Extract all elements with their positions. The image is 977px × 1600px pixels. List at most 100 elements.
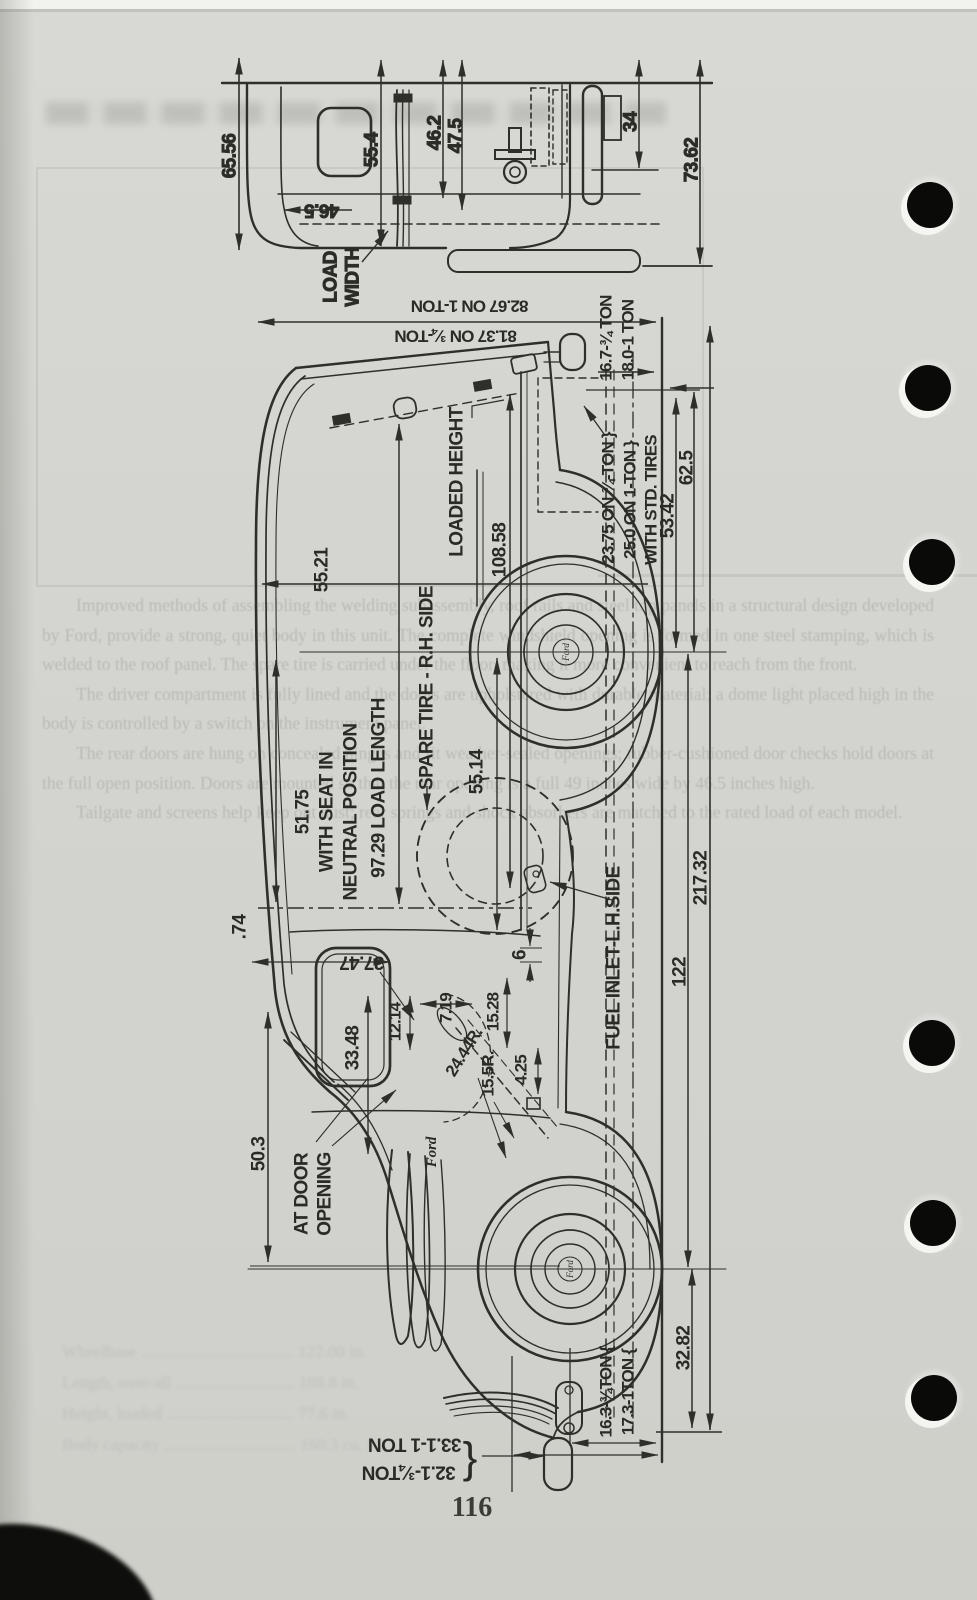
label-fuel-inlet-lh-side: FUEL INLET-L.H.SIDE <box>604 866 625 1050</box>
page-number: 116 <box>451 1492 493 1523</box>
grille-bars <box>386 1149 446 1352</box>
dim-label-4-25: 4.25 <box>512 1055 531 1085</box>
door-hinge <box>392 195 412 205</box>
front-spring-and-bumper <box>443 1381 583 1492</box>
dim-label-0-74: .74 <box>230 914 251 940</box>
hood-outline <box>328 1090 556 1440</box>
ghost-paragraph: Tailgate and screens help keep out dust;… <box>76 802 903 823</box>
dim-label-97-29-load-length: 97.29 LOAD LENGTH <box>369 698 390 878</box>
dim-label-53-42: 53.42 <box>658 494 679 539</box>
rear-window <box>316 106 373 178</box>
door-seam <box>311 1109 551 1119</box>
side-view-drawing <box>247 316 727 1492</box>
dim-label-122: 122 <box>670 957 691 987</box>
dim-label-65-56: 65.56 <box>220 134 241 179</box>
label-at-door: AT DOOR <box>292 1152 313 1235</box>
binder-hole <box>909 1020 955 1066</box>
frame-and-interior-lines <box>436 351 634 1431</box>
dim-label-55-14: 55.14 <box>467 749 488 795</box>
dim-label-55-4: 55.4 <box>362 132 383 168</box>
spare-tire-bracket <box>494 127 536 185</box>
dim-label-32-82: 32.82 <box>674 1326 695 1371</box>
dim-label-108-58: 108.58 <box>490 523 511 578</box>
paper-edge-shadow <box>0 9 977 12</box>
dim-label-33-48: 33.48 <box>343 1026 364 1071</box>
ghost-paragraph: The rear doors are hung on concealed hin… <box>42 742 934 793</box>
front-bumper <box>542 1436 574 1492</box>
bleedthrough-spec-table: Wheelbase ..............................… <box>62 1336 622 1460</box>
rear-fender <box>558 468 662 814</box>
dim-label-82-67: 82.67 ON 1-TON <box>411 297 529 316</box>
label-opening: OPENING <box>315 1152 336 1235</box>
rear-view-dimensions: 65.56 55.4 46.2 47.5 46.5 34 73.62 LOAD … <box>219 57 704 307</box>
ghost-spec-line: Wheelbase ..............................… <box>62 1342 367 1361</box>
dim-label-15-5r: 15.5R. <box>479 1051 498 1096</box>
ghost-spec-line: Length, over-all .......................… <box>62 1373 359 1392</box>
dim-label-15-28: 15.28 <box>484 992 503 1031</box>
binder-hole <box>907 182 953 228</box>
label-load-width: LOAD <box>321 251 342 302</box>
side-view-dimension-lines <box>250 318 722 1492</box>
dim-label-81-37: 81.37 ON ¾-TON <box>395 327 517 346</box>
door-hinge <box>393 93 413 103</box>
dim-label-33-1: 33.1-1 TON <box>369 1434 462 1455</box>
dim-label-12-14: 12.14 <box>386 1001 405 1041</box>
door-window <box>314 946 392 1088</box>
truck-body-outline <box>254 332 664 1440</box>
dim-label-47-5: 47.5 <box>446 118 467 154</box>
binder-hole <box>910 1200 956 1246</box>
steering-wheel <box>436 1006 468 1042</box>
dim-label-34: 34 <box>621 111 642 132</box>
rear-bumper <box>558 332 587 372</box>
dim-label-16-7: 16.7-¾ TON <box>597 295 616 381</box>
fuel-inlet <box>523 864 547 894</box>
dim-label-37-47: 37.47 <box>340 952 385 973</box>
dim-label-6: 6 <box>510 950 531 960</box>
scan-crease <box>598 574 977 577</box>
tail-lamp <box>510 353 538 375</box>
dim-label-17-3: 17.3-1TON { <box>619 1348 638 1436</box>
dim-label-62-5: 62.5 <box>677 450 698 486</box>
side-view-dimension-labels: 82.67 ON 1-TON 81.37 ON ¾-TON 16.7-¾ TON… <box>230 295 712 1483</box>
label-with-std-tires: WITH STD. TIRES <box>642 435 661 565</box>
dim-label-46-5: 46.5 <box>304 200 340 221</box>
binder-hole <box>905 365 951 411</box>
dim-label-32-1: 32.1-¾TON <box>362 1462 456 1483</box>
dim-label-217-32: 217.32 <box>691 851 712 906</box>
label-with-seat-in: WITH SEAT IN <box>317 752 338 872</box>
dim-label-23-75: 23.75 ON ¾-TON } <box>599 431 618 564</box>
ford-hubcap-front: Ford <box>565 1260 575 1279</box>
ghost-spec-line: Body capacity ..........................… <box>62 1435 382 1454</box>
steering-column-dashed <box>455 1027 549 1139</box>
dim-label-46-2: 46.2 <box>425 116 446 151</box>
dim-label-55-21: 55.21 <box>312 547 333 593</box>
label-spare-tire-rh-side: SPARE TIRE - R.H. SIDE <box>417 586 438 790</box>
ghost-paragraph: The driver compartment is fully lined an… <box>42 683 934 734</box>
dim-label-50-3: 50.3 <box>249 1137 270 1172</box>
label-load-width: WIDTH <box>343 247 364 306</box>
license-bracket-dashed <box>530 87 550 167</box>
rear-bumper-rear-view <box>581 84 604 206</box>
door-seam <box>289 928 541 937</box>
dimension-brace: } <box>463 1434 478 1483</box>
rear-wheel <box>468 554 664 750</box>
binder-hole <box>909 539 955 585</box>
dim-label-18-0: 18.0-1 TON <box>619 299 638 380</box>
dim-label-16-3: 16.3-¾TON { <box>597 1345 616 1437</box>
bleedthrough-heading-smudge <box>46 102 666 124</box>
ford-hubcap-rear: Ford <box>561 643 571 662</box>
spare-tire-dashed <box>416 777 574 935</box>
label-loaded-height: LOADED HEIGHT <box>447 406 468 556</box>
paper-left-shadow <box>0 0 34 1600</box>
ghost-spec-line: Height, loaded .........................… <box>62 1404 350 1423</box>
spring-shackle <box>555 1381 583 1435</box>
label-neutral-position: NEUTRAL POSITION <box>341 724 362 901</box>
dim-label-73-62: 73.62 <box>682 138 703 183</box>
ford-script-door: Ford <box>424 1136 440 1168</box>
binder-hole <box>911 1375 957 1421</box>
dim-label-25-0: 25.0 ON 1-TON } <box>621 440 640 559</box>
paper-top-edge <box>0 0 977 9</box>
dim-label-51-75: 51.75 <box>293 789 314 835</box>
